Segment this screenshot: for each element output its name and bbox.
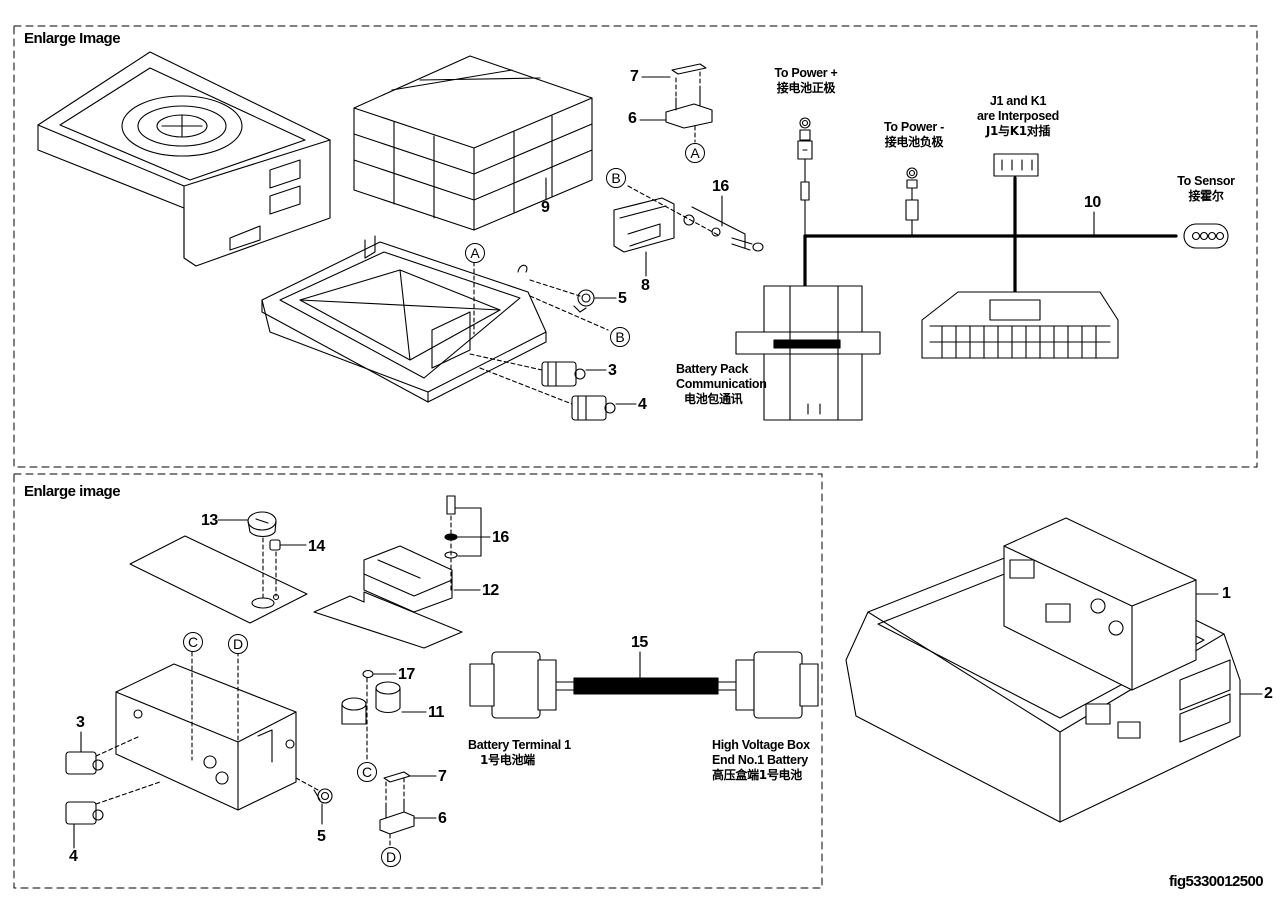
label-to-power-plus: To Power + 接电池正极 — [766, 66, 846, 96]
label-to-power-plus-cn: 接电池正极 — [776, 81, 836, 95]
battery-assembly-drawing — [845, 517, 1241, 823]
ref-c-box: C — [183, 632, 203, 652]
battery-tray-drawing — [261, 235, 547, 403]
label-bpc-en1: Battery Pack — [676, 362, 749, 376]
ref-a-top: A — [685, 143, 705, 163]
figure-id: fig5330012500 — [1169, 873, 1264, 890]
callout-17: 17 — [398, 666, 415, 683]
label-j1-k1-cn: J1与K1对插 — [985, 124, 1051, 138]
callout-8: 8 — [641, 277, 650, 294]
callout-1: 1 — [1222, 585, 1231, 602]
sensor-4-top-drawing — [571, 395, 616, 421]
cable-15-drawing — [469, 651, 819, 719]
callout-4-bottom: 4 — [69, 848, 78, 865]
fuse-assembly-bottom-drawing — [379, 771, 415, 835]
wiring-harness-10-drawing — [797, 117, 1229, 302]
label-to-power-plus-en: To Power + — [774, 66, 838, 80]
label-bpc-cn: 电池包通讯 — [684, 392, 743, 406]
label-to-power-minus-en: To Power - — [884, 120, 944, 134]
top-panel-title[interactable]: Enlarge Image — [24, 30, 121, 47]
callout-bracket-16 — [691, 195, 746, 249]
label-j1-k1: J1 and K1 are Interposed J1与K1对插 — [970, 94, 1066, 139]
label-to-power-minus-cn: 接电池负极 — [884, 135, 944, 149]
clip-5-drawing — [573, 289, 595, 313]
label-hvb-en1: High Voltage Box — [712, 738, 810, 752]
callout-6-bottom: 6 — [438, 810, 447, 827]
controller-8-drawing — [613, 197, 764, 253]
callout-3-bottom: 3 — [76, 714, 85, 731]
label-to-power-minus: To Power - 接电池负极 — [874, 120, 954, 150]
callout-2: 2 — [1264, 685, 1273, 702]
dash-13-14 — [262, 537, 277, 601]
callout-6-top: 6 — [628, 110, 637, 127]
callout-14: 14 — [308, 538, 325, 555]
j1k1-connector-block-drawing — [921, 291, 1119, 359]
callout-13: 13 — [201, 512, 218, 529]
dash-5 — [529, 279, 609, 331]
ref-b-clip: B — [610, 327, 630, 347]
bottom-panel-title[interactable]: Enlarge image — [24, 483, 121, 500]
mounting-plate-drawing — [313, 591, 463, 649]
label-bpc-en2: Communication — [676, 377, 767, 391]
dash-sensors-bottom — [95, 735, 161, 805]
top-panel-border — [13, 25, 1258, 468]
ref-a-tray: A — [465, 243, 485, 263]
bottom-panel-border — [13, 473, 823, 889]
dash-b-to-8 — [627, 185, 721, 237]
cover-plate-drawing — [129, 535, 308, 624]
hook-drawing — [517, 264, 528, 273]
hv-box-drawing — [115, 663, 297, 811]
ref-d-fuse: D — [381, 847, 401, 867]
sensor-3-top-drawing — [541, 361, 586, 387]
callout-11: 11 — [428, 704, 444, 721]
callout-15: 15 — [631, 634, 648, 651]
fuse-13-drawing — [247, 511, 277, 538]
contactor-11-drawing — [341, 681, 401, 725]
callout-9: 9 — [541, 199, 550, 216]
controller-12-drawing — [363, 545, 453, 613]
dash-fuse-bottom — [385, 777, 405, 849]
label-to-sensor-cn: 接霍尔 — [1188, 189, 1224, 203]
plug-14-drawing — [269, 539, 281, 551]
dash-3-4 — [469, 353, 573, 405]
ref-c-contactor: C — [357, 762, 377, 782]
sensor-4-bottom-drawing — [65, 801, 104, 825]
label-bt1-en: Battery Terminal 1 — [468, 738, 571, 752]
label-j1-k1-en2: are Interposed — [977, 109, 1059, 123]
callout-5-top: 5 — [618, 290, 627, 307]
ref-b-top: B — [606, 168, 626, 188]
label-high-voltage-box: High Voltage Box End No.1 Battery 高压盒端1号… — [712, 738, 818, 783]
callout-16-top: 16 — [712, 178, 729, 195]
callout-12: 12 — [482, 582, 499, 599]
ref-d-box: D — [228, 634, 248, 654]
callout-10: 10 — [1084, 194, 1101, 211]
callout-7-bottom: 7 — [438, 768, 447, 785]
battery-cover-drawing — [37, 51, 331, 267]
label-battery-pack-communication: Battery Pack Communication 电池包通讯 — [676, 362, 768, 407]
label-to-sensor: To Sensor 接霍尔 — [1168, 174, 1244, 204]
label-bt1-cn: 1号电池端 — [480, 753, 535, 767]
dash-5-bottom — [295, 777, 319, 791]
callout-7-top: 7 — [630, 68, 639, 85]
label-hvb-cn: 高压盒端1号电池 — [712, 768, 802, 782]
battery-modules-drawing — [353, 55, 593, 231]
label-to-sensor-en: To Sensor — [1177, 174, 1235, 188]
callout-4-top: 4 — [638, 396, 647, 413]
label-battery-terminal-1: Battery Terminal 1 1号电池端 — [468, 738, 588, 768]
callout-16-bottom: 16 — [492, 529, 509, 546]
label-hvb-en2: End No.1 Battery — [712, 753, 808, 767]
label-j1-k1-en1: J1 and K1 — [989, 94, 1047, 108]
nut-17-drawing — [362, 669, 374, 679]
fuse-assembly-top-drawing — [665, 63, 713, 129]
callout-bracket-16-bottom — [454, 507, 491, 557]
callout-3-top: 3 — [608, 362, 617, 379]
battery-pack-comm-connector-drawing — [735, 285, 881, 421]
callout-5-bottom: 5 — [317, 828, 326, 845]
clip-5-bottom-drawing — [313, 788, 333, 804]
